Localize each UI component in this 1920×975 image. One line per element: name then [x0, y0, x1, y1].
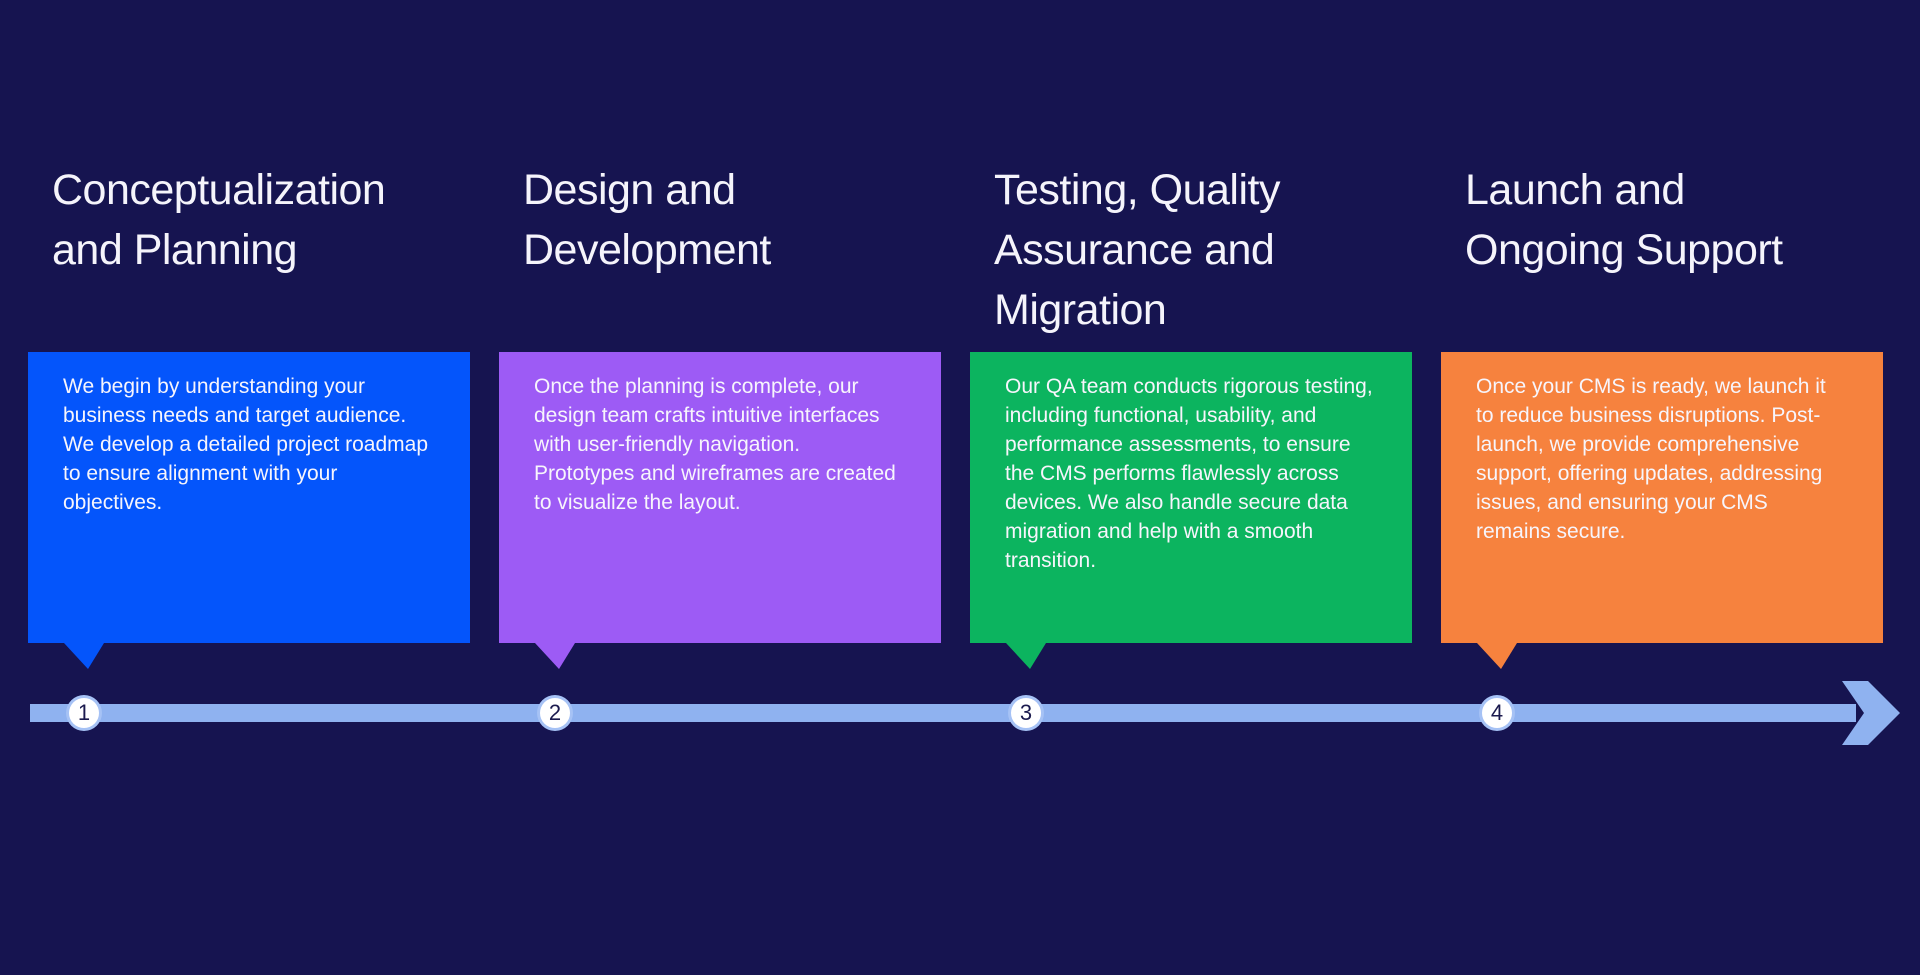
- step-column-3: Testing, Quality Assurance and Migration…: [970, 0, 1412, 975]
- step-description-card: Once your CMS is ready, we launch it to …: [1441, 352, 1883, 643]
- card-pointer: [1477, 643, 1517, 669]
- step-column-1: Conceptualization and Planning We begin …: [28, 0, 470, 975]
- card-pointer: [535, 643, 575, 669]
- step-column-2: Design and Development Once the planning…: [499, 0, 941, 975]
- card-pointer: [64, 643, 104, 669]
- step-number-marker: 4: [1482, 698, 1512, 728]
- card-pointer: [1006, 643, 1046, 669]
- step-number-marker: 1: [69, 698, 99, 728]
- step-title: Launch and Ongoing Support: [1465, 166, 1783, 274]
- timeline-bar: [30, 704, 1856, 722]
- step-title: Testing, Quality Assurance and Migration: [994, 166, 1280, 334]
- step-description-card: Our QA team conducts rigorous testing, i…: [970, 352, 1412, 643]
- step-description: Once your CMS is ready, we launch it to …: [1476, 375, 1826, 543]
- step-description: Our QA team conducts rigorous testing, i…: [1005, 375, 1373, 572]
- step-description-card: We begin by understanding your business …: [28, 352, 470, 643]
- arrow-right-shape: [1842, 681, 1900, 745]
- step-description-card: Once the planning is complete, our desig…: [499, 352, 941, 643]
- step-description: We begin by understanding your business …: [63, 375, 429, 514]
- step-title: Design and Development: [523, 166, 771, 274]
- step-number-marker: 2: [540, 698, 570, 728]
- arrow-right-icon: [1842, 681, 1900, 745]
- step-number-marker: 3: [1011, 698, 1041, 728]
- step-column-4: Launch and Ongoing Support Once your CMS…: [1441, 0, 1883, 975]
- step-description: Once the planning is complete, our desig…: [534, 375, 896, 514]
- step-title: Conceptualization and Planning: [52, 166, 386, 274]
